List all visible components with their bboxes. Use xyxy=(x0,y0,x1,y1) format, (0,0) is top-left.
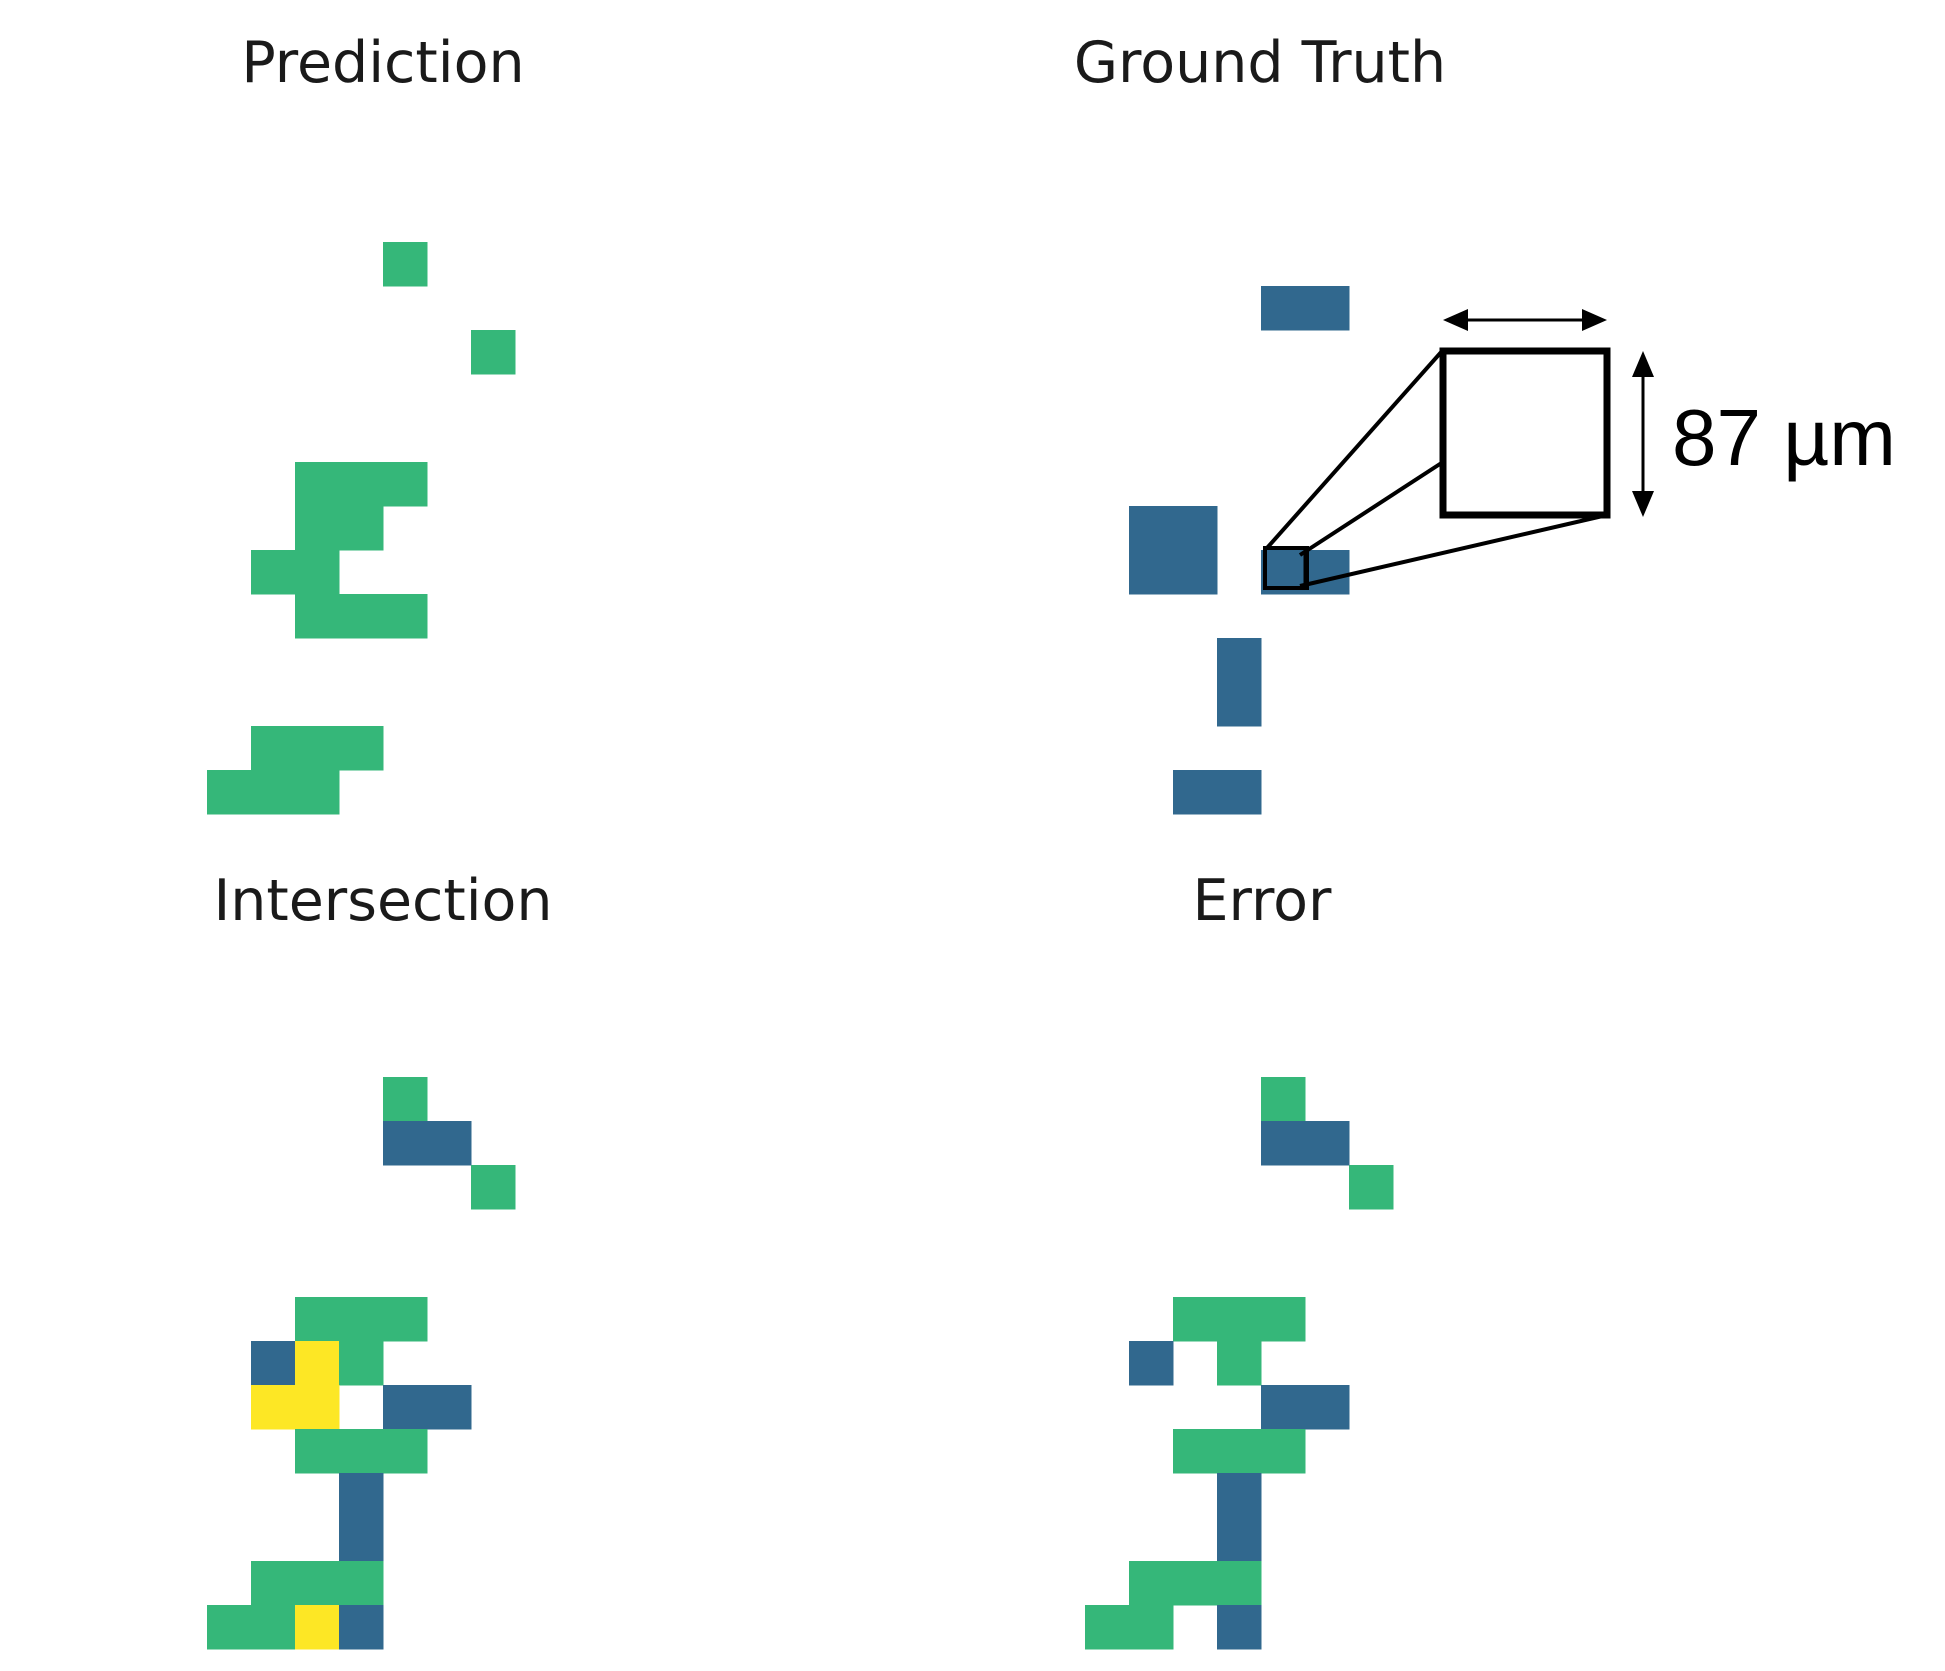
grid-cell-yellow xyxy=(295,1605,340,1650)
grid-cell-blue xyxy=(1173,506,1218,551)
scale-bar-label: 87 µm xyxy=(1672,393,1896,482)
grid-cell-blue xyxy=(1129,1341,1174,1386)
grid-cell-blue xyxy=(1217,1605,1262,1650)
grid-cell-green xyxy=(383,1077,428,1122)
grid-cell-green xyxy=(339,1429,384,1474)
grid-cell-yellow xyxy=(251,1385,296,1430)
grid-cell-blue xyxy=(427,1385,472,1430)
grid-cell-yellow xyxy=(295,1341,340,1386)
grid-cell-green xyxy=(339,1297,384,1342)
grid-cell-green xyxy=(471,330,516,375)
grid-cell-green xyxy=(295,770,340,815)
ground-truth-grid xyxy=(1129,286,1350,815)
grid-cell-blue xyxy=(1173,550,1218,595)
error-title: Error xyxy=(1193,868,1333,934)
horizontal-scale-arrow xyxy=(1443,309,1607,331)
grid-cell-blue xyxy=(1217,1473,1262,1518)
grid-cell-green xyxy=(1217,1429,1262,1474)
zoom-callout xyxy=(1263,347,1611,590)
grid-cell-green xyxy=(295,726,340,771)
grid-cell-green xyxy=(339,462,384,507)
zoom-source-box xyxy=(1263,546,1309,590)
grid-cell-green xyxy=(1261,1297,1306,1342)
grid-cell-green xyxy=(383,462,428,507)
grid-cell-green xyxy=(339,594,384,639)
grid-cell-green xyxy=(1129,1561,1174,1606)
arrowhead-left-icon xyxy=(1443,309,1468,331)
grid-cell-green xyxy=(295,1429,340,1474)
grid-cell-green xyxy=(1129,1605,1174,1650)
arrowhead-right-icon xyxy=(1582,309,1607,331)
error-grid xyxy=(1085,1077,1394,1650)
grid-cell-blue xyxy=(1305,1121,1350,1166)
grid-cell-green xyxy=(1085,1605,1130,1650)
grid-cell-green xyxy=(295,594,340,639)
grid-cell-green xyxy=(207,1605,252,1650)
grid-cell-green xyxy=(207,770,252,815)
grid-cell-blue xyxy=(383,1121,428,1166)
grid-cell-green xyxy=(383,594,428,639)
grid-cell-blue xyxy=(1305,1385,1350,1430)
grid-cell-blue xyxy=(1173,770,1218,815)
grid-cell-green xyxy=(339,506,384,551)
grid-cell-green xyxy=(1261,1077,1306,1122)
grid-cell-green xyxy=(383,1429,428,1474)
grid-cell-green xyxy=(295,462,340,507)
grid-cell-green xyxy=(383,1297,428,1342)
grid-cell-green xyxy=(1217,1297,1262,1342)
zoom-line-middle xyxy=(1298,460,1445,557)
grid-cell-blue xyxy=(1261,286,1306,331)
vertical-scale-arrow xyxy=(1632,351,1654,517)
grid-cell-green xyxy=(251,1605,296,1650)
grid-cell-blue xyxy=(383,1385,428,1430)
arrowhead-up-icon xyxy=(1632,351,1654,377)
grid-cell-blue xyxy=(339,1473,384,1518)
grid-cell-green xyxy=(1173,1561,1218,1606)
grid-cell-green xyxy=(1173,1429,1218,1474)
arrowhead-down-icon xyxy=(1632,491,1654,517)
zoom-magnified-box xyxy=(1439,347,1611,519)
grid-cell-blue xyxy=(339,1605,384,1650)
grid-cell-green xyxy=(339,1561,384,1606)
grid-cell-blue xyxy=(1129,550,1174,595)
grid-cell-blue xyxy=(1217,1517,1262,1562)
grid-cell-blue xyxy=(339,1517,384,1562)
ground-truth-title: Ground Truth xyxy=(1074,30,1446,96)
grid-cell-green xyxy=(471,1165,516,1210)
grid-cell-green xyxy=(383,242,428,287)
grid-cell-green xyxy=(251,1561,296,1606)
intersection-grid xyxy=(207,1077,516,1650)
grid-cell-green xyxy=(295,1561,340,1606)
grid-cell-green xyxy=(295,506,340,551)
grid-cell-green xyxy=(1217,1341,1262,1386)
intersection-title: Intersection xyxy=(213,868,552,934)
zoom-line-bottom xyxy=(1299,513,1608,588)
prediction-grid xyxy=(207,242,516,815)
grid-cell-blue xyxy=(1305,286,1350,331)
grid-cell-green xyxy=(251,770,296,815)
grid-cell-blue xyxy=(427,1121,472,1166)
grid-cell-green xyxy=(295,550,340,595)
grid-cell-blue xyxy=(1305,550,1350,595)
prediction-title: Prediction xyxy=(241,30,524,96)
grid-cell-yellow xyxy=(295,1385,340,1430)
grid-cell-blue xyxy=(1261,1121,1306,1166)
grid-cell-blue xyxy=(1217,682,1262,727)
grid-cell-green xyxy=(1173,1297,1218,1342)
grid-cell-blue xyxy=(1217,770,1262,815)
zoom-line-top xyxy=(1265,348,1445,550)
grid-cell-green xyxy=(295,1297,340,1342)
grid-cell-blue xyxy=(1129,506,1174,551)
grid-cell-green xyxy=(251,550,296,595)
grid-cell-green xyxy=(1349,1165,1394,1210)
grid-cell-green xyxy=(1261,1429,1306,1474)
grid-cell-green xyxy=(251,726,296,771)
grid-cell-green xyxy=(1217,1561,1262,1606)
grid-cell-green xyxy=(339,726,384,771)
grid-cell-green xyxy=(339,1341,384,1386)
grid-cell-blue xyxy=(251,1341,296,1386)
grid-cell-blue xyxy=(1261,1385,1306,1430)
grid-cell-blue xyxy=(1217,638,1262,683)
